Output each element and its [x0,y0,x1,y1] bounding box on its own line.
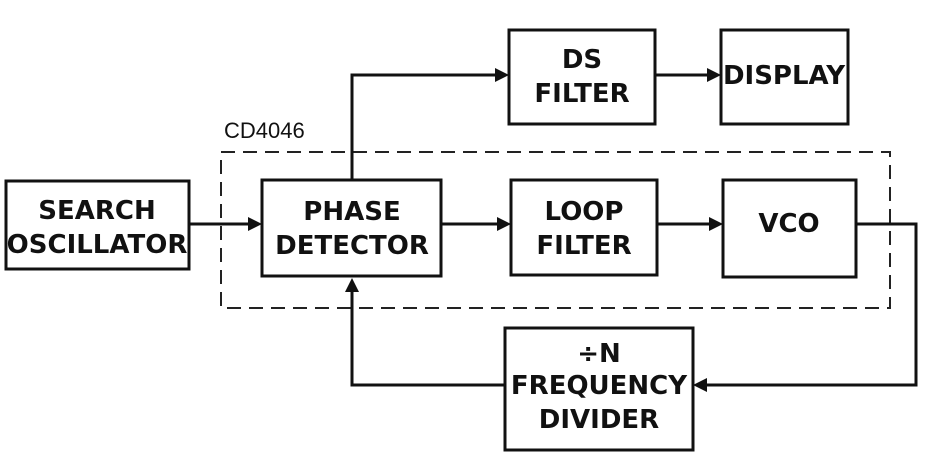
frequency-divider-label-line-2: FREQUENCY [511,371,688,401]
arrowhead-ds-filter-input [495,68,509,82]
frequency-divider-label-line-3: DIVIDER [539,405,659,435]
phase-detector-label-line-1: PHASE [303,197,400,227]
wire-vco-to-divider [705,222,918,387]
phase-detector-label-line-2: DETECTOR [275,231,429,261]
ds-filter-block: DS FILTER [507,28,657,126]
vco-label: VCO [758,209,819,239]
arrowhead-detector-feedback [345,278,359,292]
cd4046-boundary [220,151,891,309]
wire-detector-to-ds-filter [350,73,497,180]
ds-filter-label-line-2: FILTER [534,79,629,109]
display-label: DISPLAY [723,61,846,91]
arrowhead-vco-input [709,217,723,231]
search-oscillator-block: SEARCH OSCILLATOR [4,179,191,271]
search-oscillator-label-line-2: OSCILLATOR [7,230,188,260]
arrowhead-detector-input [248,217,262,231]
arrowhead-divider-input [693,378,707,392]
arrowhead-loop-filter-input [497,217,511,231]
search-oscillator-label-line-1: SEARCH [38,196,155,226]
loop-filter-label-line-1: LOOP [545,197,624,227]
phase-detector-block: PHASE DETECTOR [260,178,443,278]
display-block: DISPLAY [719,28,850,126]
cd4046-label: CD4046 [224,118,305,143]
ds-filter-label-line-1: DS [562,45,602,75]
frequency-divider-block: ÷N FREQUENCY DIVIDER [503,326,695,452]
wire-divider-to-detector [350,290,505,387]
frequency-divider-label-line-1: ÷N [577,339,621,369]
vco-block: VCO [721,178,858,279]
loop-filter-label-line-2: FILTER [536,231,631,261]
loop-filter-block: LOOP FILTER [509,178,659,277]
arrowhead-display-input [707,68,721,82]
